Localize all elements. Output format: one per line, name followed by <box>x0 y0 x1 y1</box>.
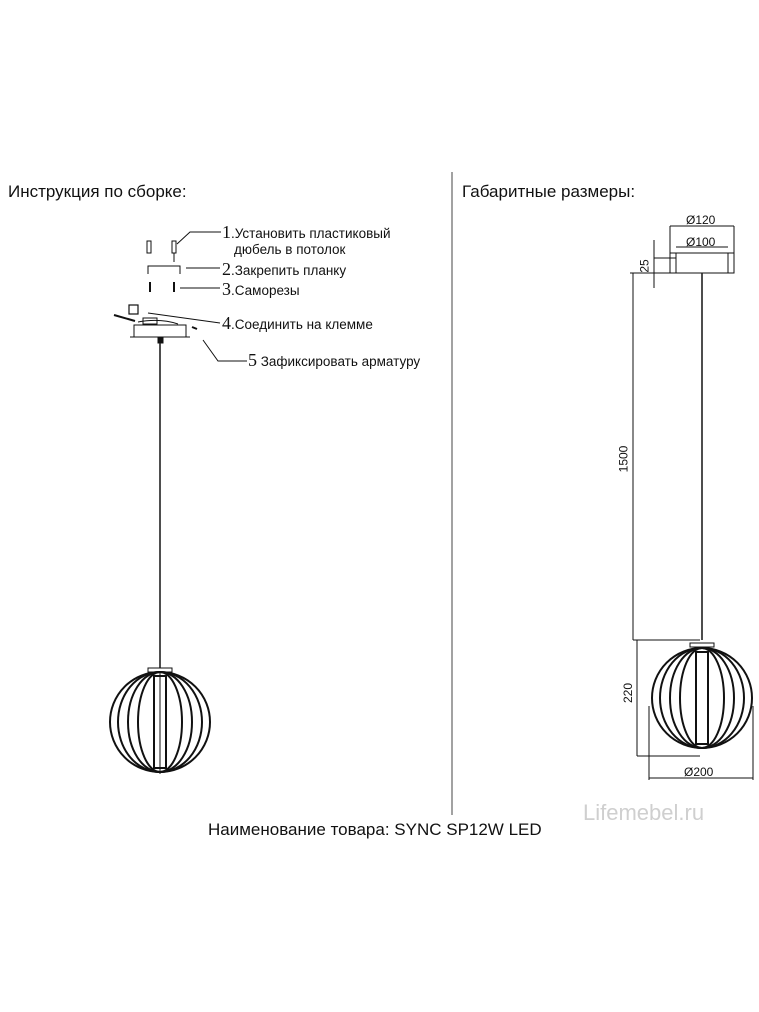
dim-cable-length: 1500 <box>616 445 631 473</box>
step-4: 4.Соединить на клемме <box>222 313 373 333</box>
assembly-title: Инструкция по сборке: <box>8 182 187 201</box>
leader-lines <box>147 231 247 362</box>
step-2: 2.Закрепить планку <box>222 259 347 279</box>
canopy-right <box>630 225 754 780</box>
step-3: 3.Саморезы <box>222 279 300 299</box>
mounting-parts <box>113 240 198 344</box>
dimensions-title: Габаритные размеры: <box>462 182 636 201</box>
dim-shade-diameter: Ø200 <box>684 765 714 779</box>
step-1-cont: дюбель в потолок <box>234 242 346 257</box>
product-name: Наименование товара: SYNC SP12W LED <box>208 820 542 839</box>
watermark: Lifemebel.ru <box>583 800 705 825</box>
step-5: 5 Зафиксировать арматуру <box>248 350 421 370</box>
step-1: 1.Установить пластиковый <box>222 222 391 242</box>
shade-left <box>109 667 211 774</box>
dim-canopy-outer: Ø120 <box>686 213 716 227</box>
dim-canopy-inner: Ø100 <box>686 235 716 249</box>
dim-shade-height: 220 <box>621 682 636 704</box>
shade-right <box>651 642 753 749</box>
dim-canopy-height: 25 <box>637 259 652 273</box>
